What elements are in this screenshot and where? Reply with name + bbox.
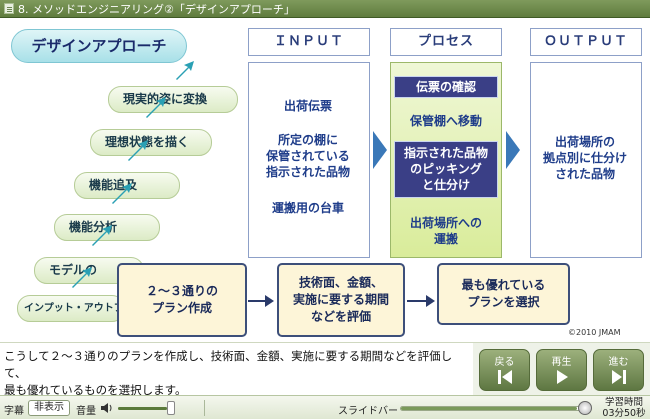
output-item-line2: 拠点別に仕分け (542, 151, 627, 165)
step1-line1: ２～３通りの (145, 284, 218, 298)
up-arrow-icon (176, 61, 194, 80)
stair-step-ideal-state: 理想状態を描く (90, 129, 212, 156)
caption-line2: 最も優れているものを選択します。 (4, 383, 187, 397)
step1-line2: プラン作成 (151, 301, 212, 315)
up-arrow-icon (112, 183, 132, 204)
next-label: 進む (608, 357, 629, 368)
stair-step-input-output: インプット・アウトプット (17, 295, 125, 322)
copyright: ©2010 JMAM (568, 328, 621, 337)
process-transport-line1: 出荷場所への (409, 216, 482, 230)
slide-title: デザインアプローチ (11, 29, 187, 63)
study-time-label: 学習時間 (604, 397, 643, 408)
slide-bar-track[interactable] (400, 406, 583, 411)
back-label: 戻る (494, 357, 515, 368)
process-picking-line1: 指示された品物 (403, 146, 488, 160)
output-item-line1: 出荷場所の (554, 135, 615, 149)
output-box (530, 62, 642, 258)
play-button[interactable]: 再生 (536, 349, 587, 391)
study-time-value: 03分50秒 (602, 408, 646, 419)
process-picking-line2: のピッキング (410, 162, 482, 176)
slide-area: デザインアプローチ インプット・アウトプット モデルの 機能分析 機能追及 理想… (0, 19, 650, 342)
input-item-cart: 運搬用の台車 (271, 201, 344, 215)
input-header: ＩＮＰＵＴ (248, 28, 370, 56)
output-item-line3: された品物 (554, 167, 615, 181)
skip-back-icon (498, 370, 512, 384)
up-arrow-icon (146, 97, 166, 118)
divider (204, 400, 205, 416)
caption-line1: こうして２～３通りのプランを作成し、技術面、金額、実施に要する期間などを評価して… (4, 349, 453, 380)
volume-label: 音量 (76, 406, 96, 417)
process-picking-line3: と仕分け (421, 178, 470, 192)
volume-level-fill (118, 407, 168, 410)
input-item-shelf: 所定の棚に (277, 133, 338, 147)
slide-bar-handle[interactable] (578, 401, 592, 415)
window-title-bar: 8. メソッドエンジニアリング②「デザインアプローチ」 (0, 0, 650, 18)
input-item-stored: 保管されている (266, 149, 350, 163)
back-button[interactable]: 戻る (479, 349, 530, 391)
play-icon (557, 370, 568, 384)
step-selection: 最も優れている プランを選択 (437, 263, 570, 325)
flow-arrow-icon (407, 295, 435, 307)
chevron-right-icon (373, 131, 387, 169)
step-evaluation: 技術面、金額、 実施に要する期間 などを評価 (277, 263, 405, 337)
skip-forward-icon (612, 370, 626, 384)
volume-slider-handle[interactable] (167, 401, 175, 415)
step-plan-creation: ２～３通りの プラン作成 (117, 263, 247, 337)
speaker-icon[interactable] (100, 402, 114, 414)
up-arrow-icon (72, 267, 92, 288)
slide-bar-progress (401, 407, 577, 410)
process-item-check: 伝票の確認 (394, 76, 498, 98)
input-item-slip: 出荷伝票 (283, 99, 332, 113)
input-box (248, 62, 370, 258)
step2-line2: 実施に要する期間 (292, 292, 389, 307)
play-label: 再生 (551, 357, 572, 368)
document-icon (4, 3, 14, 14)
process-transport-line2: 運搬 (433, 232, 458, 246)
caption-panel: こうして２～３通りのプランを作成し、技術面、金額、実施に要する期間などを評価して… (0, 342, 473, 397)
slide-bar-label: スライドバー (338, 406, 398, 417)
process-item-move: 保管棚へ移動 (409, 114, 482, 128)
up-arrow-icon (128, 140, 148, 161)
step2-line1: 技術面、金額、 (298, 275, 383, 290)
volume-slider-track[interactable] (118, 407, 170, 410)
study-time: 学習時間 03分50秒 (598, 396, 650, 419)
chevron-right-icon (506, 131, 520, 169)
flow-arrow-icon (248, 295, 274, 307)
bottom-bar: 字幕 非表示 音量 スライドバー 学習時間 03分50秒 (0, 395, 650, 419)
process-item-picking: 指示された品物 のピッキング と仕分け (394, 141, 498, 198)
staircase-arrows (72, 61, 194, 288)
window-title: 8. メソッドエンジニアリング②「デザインアプローチ」 (18, 3, 295, 16)
player-controls: 戻る 再生 進む (473, 342, 650, 395)
up-arrow-icon (92, 225, 112, 246)
step3-line2: プランを選択 (467, 295, 540, 309)
input-item-goods: 指示された品物 (265, 165, 350, 179)
subtitle-toggle-button[interactable]: 非表示 (28, 400, 70, 416)
process-item-transport: 出荷場所への 運搬 (394, 215, 498, 251)
output-header: ＯＵＴＰＵＴ (530, 28, 642, 56)
step3-line1: 最も優れている (461, 278, 546, 292)
process-header: プロセス (390, 28, 502, 56)
subtitle-label: 字幕 (4, 406, 24, 417)
step2-line3: などを評価 (310, 309, 371, 324)
next-button[interactable]: 進む (593, 349, 644, 391)
